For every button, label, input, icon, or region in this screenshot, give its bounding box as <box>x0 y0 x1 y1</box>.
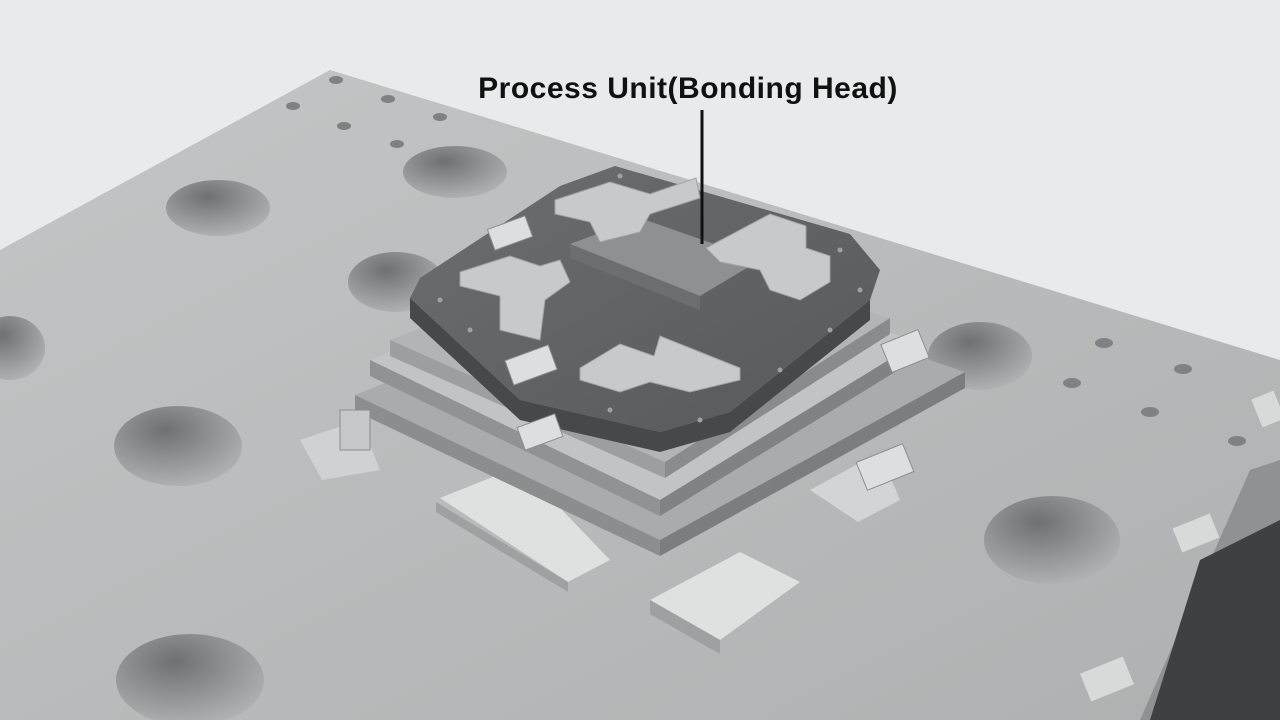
actuators <box>339 215 930 491</box>
scale-markers <box>1080 390 1280 702</box>
dark-rail <box>1150 520 1280 720</box>
base-plate-holes <box>0 146 1120 720</box>
clamp-blocks <box>459 177 831 393</box>
plate-bolts <box>437 173 863 423</box>
callout-label: Process Unit(Bonding Head) <box>478 72 898 105</box>
small-holes <box>286 76 1246 446</box>
